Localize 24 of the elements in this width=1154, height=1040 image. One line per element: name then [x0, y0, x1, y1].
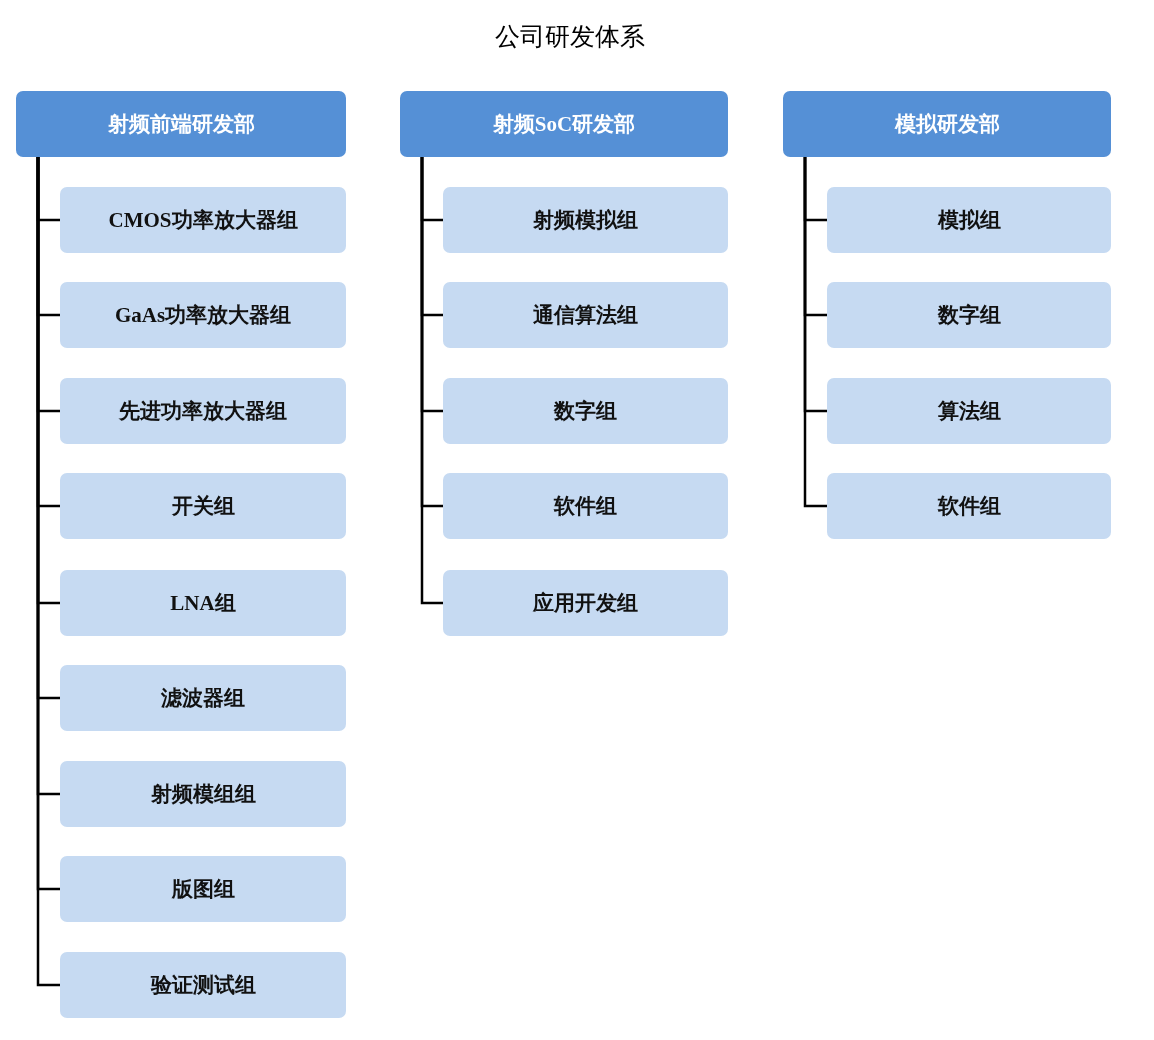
group-box: 数字组	[443, 378, 728, 444]
group-box: 先进功率放大器组	[60, 378, 346, 444]
connector-line	[420, 157, 443, 605]
title: 公司研发体系	[494, 21, 646, 53]
group-box: 数字组	[827, 282, 1111, 348]
group-box: 算法组	[827, 378, 1111, 444]
group-box: 版图组	[60, 856, 346, 922]
group-box: LNA组	[60, 570, 346, 636]
group-box: 模拟组	[827, 187, 1111, 253]
department-box: 射频SoC研发部	[400, 91, 728, 157]
group-box: 应用开发组	[443, 570, 728, 636]
group-box: 软件组	[443, 473, 728, 539]
group-box: GaAs功率放大器组	[60, 282, 346, 348]
group-box: CMOS功率放大器组	[60, 187, 346, 253]
group-box: 射频模拟组	[443, 187, 728, 253]
group-box: 通信算法组	[443, 282, 728, 348]
group-box: 滤波器组	[60, 665, 346, 731]
group-box: 开关组	[60, 473, 346, 539]
department-box: 射频前端研发部	[16, 91, 346, 157]
group-box: 软件组	[827, 473, 1111, 539]
group-box: 验证测试组	[60, 952, 346, 1018]
connector-line	[803, 157, 827, 508]
group-box: 射频模组组	[60, 761, 346, 827]
department-box: 模拟研发部	[783, 91, 1111, 157]
